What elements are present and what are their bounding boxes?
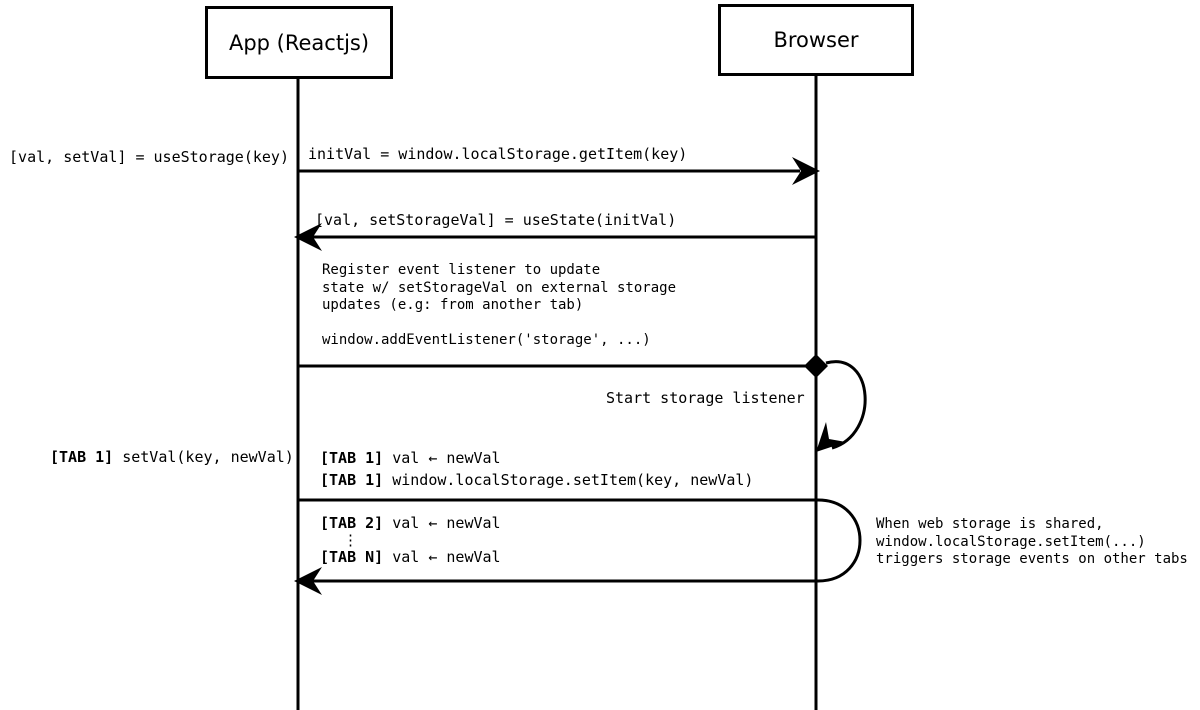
- message-tab2-val-prefix: [TAB 2]: [320, 514, 384, 532]
- message-get-item: initVal = window.localStorage.getItem(ke…: [308, 145, 688, 163]
- message-tab1-val-prefix: [TAB 1]: [320, 449, 384, 467]
- arrow-add-event-listener: [298, 354, 828, 378]
- message-tabn-val-text: val ← newVal: [392, 548, 501, 566]
- actor-label-browser: Browser: [773, 28, 859, 52]
- message-tab2-val-text: val ← newVal: [392, 514, 501, 532]
- arrowhead-left-icon: [294, 223, 322, 251]
- note-register-listener: Register event listener to update state …: [322, 262, 677, 348]
- message-tab1-set-item-prefix: [TAB 1]: [320, 471, 384, 489]
- broadcast-loop: [294, 498, 862, 595]
- message-tabn-val-prefix: [TAB N]: [320, 548, 384, 566]
- label-use-storage: [val, setVal] = useStorage(key): [9, 148, 289, 166]
- arrowhead-right-icon: [792, 157, 820, 185]
- diamond-icon: [804, 354, 828, 378]
- message-tab1-val: [TAB 1] val ← newVal: [320, 449, 501, 467]
- message-tabn-val: [TAB N] val ← newVal: [320, 548, 501, 566]
- arrowhead-left-icon: [294, 567, 322, 595]
- message-tab1-set-item-text: window.localStorage.setItem(key, newVal): [392, 471, 754, 489]
- actor-label-app: App (Reactjs): [228, 30, 370, 55]
- label-set-val-text: setVal(key, newVal): [122, 448, 294, 466]
- vertical-ellipsis-icon: ⋮: [343, 531, 358, 549]
- label-set-val: [TAB 1] setVal(key, newVal): [50, 448, 294, 466]
- arrow-use-state: [294, 223, 816, 251]
- note-shared-storage: When web storage is shared, window.local…: [876, 516, 1188, 567]
- actor-box-app: App (Reactjs): [205, 6, 393, 79]
- message-use-state: [val, setStorageVal] = useState(initVal): [315, 211, 677, 229]
- message-tab2-val: [TAB 2] val ← newVal: [320, 514, 501, 532]
- message-start-listener: Start storage listener: [606, 389, 805, 407]
- arrow-get-item: [298, 157, 820, 185]
- arrowhead-downleft-icon: [816, 422, 846, 452]
- actor-box-browser: Browser: [718, 4, 914, 76]
- message-tab1-set-item: [TAB 1] window.localStorage.setItem(key, …: [320, 471, 753, 489]
- message-tab1-val-text: val ← newVal: [392, 449, 501, 467]
- self-loop-storage-listener: [816, 360, 867, 452]
- label-set-val-prefix: [TAB 1]: [50, 448, 114, 466]
